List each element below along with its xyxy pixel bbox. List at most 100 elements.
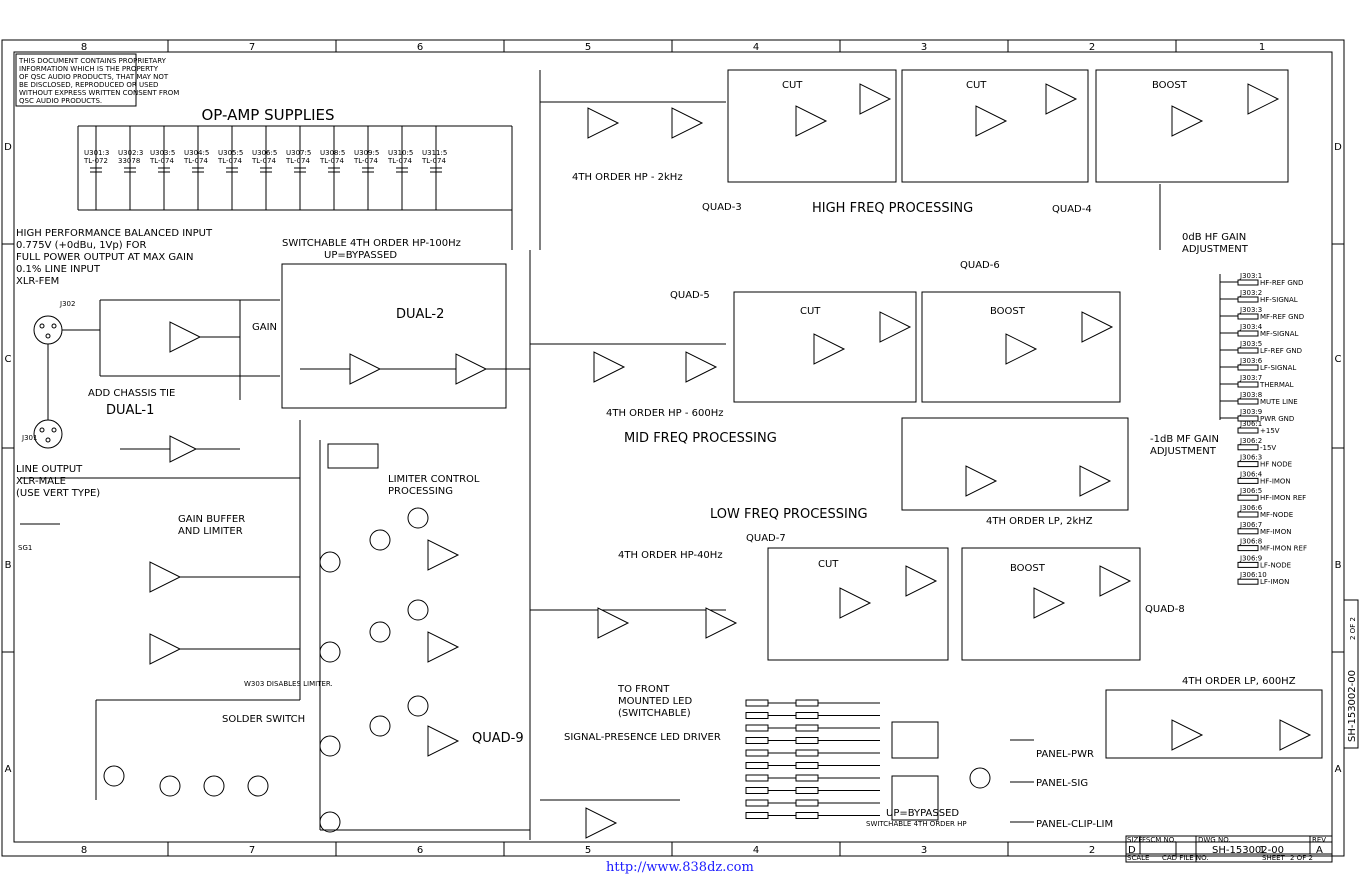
svg-text:B: B (5, 560, 12, 571)
svg-text:U305:5: U305:5 (218, 149, 243, 157)
svg-text:4TH ORDER HP - 2kHz: 4TH ORDER HP - 2kHz (572, 172, 683, 183)
svg-text:SWITCHABLE 4TH ORDER HP-100Hz: SWITCHABLE 4TH ORDER HP-100Hz (282, 238, 461, 249)
svg-text:MOUNTED LED: MOUNTED LED (618, 696, 692, 707)
side-title-strip: SH-153002-00 2 OF 2 (1343, 599, 1359, 749)
svg-text:XLR-MALE: XLR-MALE (16, 476, 66, 487)
inner-border (13, 51, 1333, 843)
svg-text:U310:5: U310:5 (388, 149, 413, 157)
footer-url[interactable]: http://www.838dz.com (606, 860, 754, 875)
svg-text:2 OF 2: 2 OF 2 (1349, 617, 1357, 640)
svg-text:4: 4 (753, 845, 759, 856)
svg-text:QUAD-8: QUAD-8 (1145, 604, 1185, 615)
xlr-output-connector: J301 (21, 419, 63, 449)
svg-text:2: 2 (1089, 845, 1095, 856)
j306-signal-label: LF-IMON (1260, 578, 1289, 586)
j303-pin: J303:5 (1239, 340, 1262, 348)
supply-label-0: U301:3 (84, 149, 109, 157)
svg-text:QUAD-5: QUAD-5 (670, 290, 710, 301)
svg-text:FULL POWER OUTPUT AT MAX GAIN: FULL POWER OUTPUT AT MAX GAIN (16, 252, 193, 263)
dual2-hp100-stage: SWITCHABLE 4TH ORDER HP-100Hz UP=BYPASSE… (281, 238, 531, 840)
svg-text:TO FRONT: TO FRONT (617, 684, 670, 695)
svg-text:D: D (1128, 845, 1136, 856)
svg-text:FSCM NO.: FSCM NO. (1142, 836, 1176, 844)
svg-text:(USE VERT TYPE): (USE VERT TYPE) (16, 488, 100, 499)
j306-signal-label: HF NODE (1260, 461, 1292, 469)
svg-text:U302:3: U302:3 (118, 149, 143, 157)
svg-text:TL-074: TL-074 (319, 157, 344, 165)
svg-text:A: A (1316, 845, 1323, 856)
svg-text:U311:5: U311:5 (422, 149, 447, 157)
low-freq-title: LOW FREQ PROCESSING (710, 507, 868, 522)
high-freq-title: HIGH FREQ PROCESSING (812, 201, 973, 216)
j303-signal-label: MF-REF GND (1260, 313, 1304, 321)
svg-text:W303 DISABLES LIMITER.: W303 DISABLES LIMITER. (244, 680, 333, 688)
svg-text:(SWITCHABLE): (SWITCHABLE) (618, 708, 691, 719)
svg-text:HIGH PERFORMANCE BALANCED INPU: HIGH PERFORMANCE BALANCED INPUT (16, 228, 213, 239)
svg-text:3: 3 (921, 845, 927, 856)
j306-pin: J306:7 (1239, 521, 1262, 529)
svg-text:SCALE: SCALE (1127, 854, 1149, 862)
column-ticks (2, 40, 1344, 856)
quad9-label: QUAD-9 (472, 731, 524, 746)
svg-text:TL-074: TL-074 (285, 157, 310, 165)
svg-text:2: 2 (1089, 42, 1095, 53)
svg-text:7: 7 (249, 42, 255, 53)
svg-text:TL-074: TL-074 (353, 157, 378, 165)
svg-text:4TH ORDER LP, 2kHZ: 4TH ORDER LP, 2kHZ (986, 516, 1093, 527)
j306-pin: J306:10 (1239, 571, 1267, 579)
opamp-supplies-title: OP-AMP SUPPLIES (202, 106, 335, 124)
svg-text:2 OF 2: 2 OF 2 (1290, 854, 1313, 862)
svg-text:TL-074: TL-074 (251, 157, 276, 165)
svg-text:5: 5 (585, 42, 591, 53)
svg-text:U307:5: U307:5 (286, 149, 311, 157)
svg-text:TL-074: TL-074 (149, 157, 174, 165)
xlr-input-connector: J302 (33, 300, 100, 420)
svg-text:U309:5: U309:5 (354, 149, 379, 157)
j303-signal-label: LF-SIGNAL (1260, 364, 1296, 372)
svg-text:TL-074: TL-074 (421, 157, 446, 165)
proprietary-notice: THIS DOCUMENT CONTAINS PROPRIETARY INFOR… (15, 53, 179, 107)
j306-signal-label: HF-IMON (1260, 477, 1291, 485)
svg-text:0dB HF GAIN: 0dB HF GAIN (1182, 232, 1246, 243)
connector-j303: J303:1HF-REF GNDJ303:2HF-SIGNALJ303:3MF-… (1220, 272, 1304, 423)
j303-pin: J303:6 (1239, 357, 1263, 365)
svg-text:CAD FILE NO.: CAD FILE NO. (1162, 854, 1209, 862)
svg-text:3: 3 (921, 42, 927, 53)
svg-text:QUAD-4: QUAD-4 (1052, 204, 1092, 215)
svg-text:CUT: CUT (818, 559, 839, 570)
svg-text:J302: J302 (59, 300, 75, 308)
svg-text:BOOST: BOOST (1010, 563, 1046, 574)
high-freq-block: 4TH ORDER HP - 2kHz CUT CUT BOOST QUAD-3… (539, 69, 1289, 255)
low-freq-block: LOW FREQ PROCESSING QUAD-7 4TH ORDER HP-… (530, 507, 1323, 759)
svg-text:XLR-FEM: XLR-FEM (16, 276, 59, 287)
svg-text:A: A (5, 764, 12, 775)
j303-signal-label: HF-REF GND (1260, 279, 1303, 287)
j306-pin: J306:9 (1239, 554, 1262, 562)
dual1-input-stage: ADD CHASSIS TIE DUAL-1 GAIN (20, 299, 300, 479)
j303-signal-label: MUTE LINE (1260, 398, 1298, 406)
j306-signal-label: +15V (1260, 427, 1280, 435)
svg-text:GAIN: GAIN (252, 322, 277, 333)
svg-text:TL-074: TL-074 (387, 157, 412, 165)
svg-text:6: 6 (417, 42, 423, 53)
j303-pin: J303:8 (1239, 391, 1262, 399)
svg-text:SWITCHABLE 4TH ORDER HP: SWITCHABLE 4TH ORDER HP (866, 820, 967, 828)
svg-text:C: C (5, 354, 12, 365)
j303-pin: J303:9 (1239, 408, 1262, 416)
svg-text:BOOST: BOOST (1152, 80, 1188, 91)
svg-text:PROCESSING: PROCESSING (388, 486, 453, 497)
svg-text:TL-072: TL-072 (83, 157, 108, 165)
svg-text:PANEL-CLIP-LIM: PANEL-CLIP-LIM (1036, 819, 1113, 830)
dual1-label: DUAL-1 (106, 403, 154, 418)
svg-text:QUAD-6: QUAD-6 (960, 260, 1000, 271)
j303-signal-label: PWR GND (1260, 415, 1294, 423)
limiter-control-block: LIMITER CONTROL PROCESSING QUAD-9 (319, 440, 530, 833)
svg-text:SIGNAL-PRESENCE LED DRIVER: SIGNAL-PRESENCE LED DRIVER (564, 732, 721, 743)
input-description: HIGH PERFORMANCE BALANCED INPUT 0.775V (… (16, 228, 213, 287)
j306-signal-label: LF-NODE (1260, 561, 1291, 569)
svg-text:J301: J301 (21, 434, 37, 442)
svg-text:SIZE: SIZE (1127, 836, 1143, 844)
j303-signal-label: THERMAL (1259, 381, 1294, 389)
svg-text:4: 4 (753, 42, 759, 53)
